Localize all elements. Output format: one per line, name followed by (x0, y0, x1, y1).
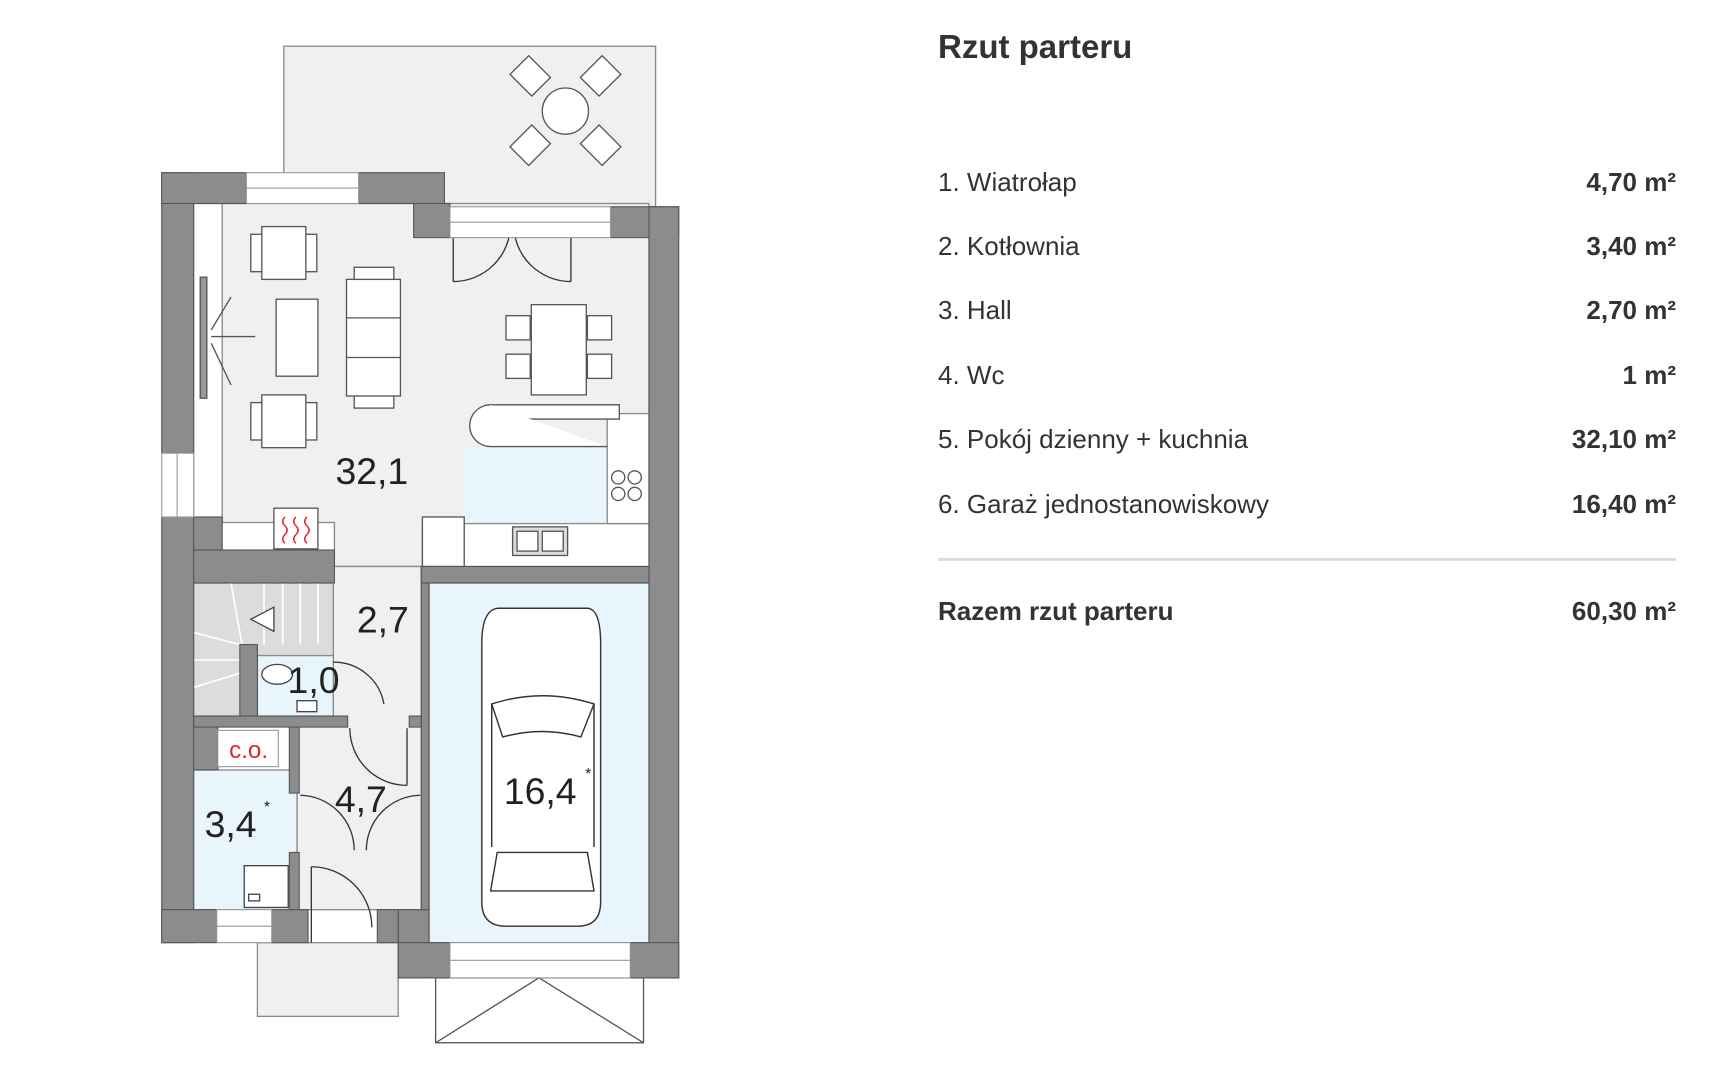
total-area: 60,30 m² (1571, 595, 1676, 626)
area-summary-panel: Rzut parteru 1. Wiatrołap 4,70 m² 2. Kotł… (938, 22, 1676, 661)
panel-title: Rzut parteru (938, 28, 1133, 65)
kitchen-counter (464, 446, 608, 524)
room-row: 4. Wc 1 m² (938, 343, 1676, 407)
dining-table-icon (505, 304, 613, 396)
divider (938, 558, 1676, 562)
room-name: 1. Wiatrołap (938, 166, 1077, 197)
room-area: 32,10 m² (1571, 424, 1676, 455)
toilet-icon (261, 663, 294, 685)
room-label-wc: 1,0 (288, 659, 340, 701)
room-area: 1 m² (1622, 359, 1676, 390)
room-area: 4,70 m² (1586, 166, 1676, 197)
car-icon (481, 607, 602, 927)
heater (273, 507, 319, 550)
front-step (256, 942, 399, 1018)
sofa-icon (345, 266, 402, 409)
armchair-icon (250, 225, 318, 281)
room-label-garage-asterisk: * (585, 766, 591, 783)
room-label-vestibule: 4,7 (335, 778, 387, 820)
armchair-icon (250, 394, 318, 449)
room-name: 6. Garaż jednostanowiskowy (938, 488, 1269, 519)
room-row: 5. Pokój dzienny + kuchnia 32,10 m² (938, 408, 1676, 472)
room-row: 3. Hall 2,70 m² (938, 279, 1676, 343)
stairs-arrow-icon (249, 606, 275, 633)
room-label-living: 32,1 (335, 450, 408, 492)
room-name: 4. Wc (938, 359, 1005, 390)
total-row: Razem rzut parteru 60,30 m² (938, 561, 1676, 661)
coffee-table (275, 298, 319, 377)
room-label-boiler-asterisk: * (264, 799, 270, 816)
room-name: 2. Kotłownia (938, 231, 1080, 262)
windows (161, 172, 631, 979)
garage-apron (434, 977, 645, 1044)
room-row: 2. Kotłownia 3,40 m² (938, 214, 1676, 278)
room-label-garage: 16,4 (504, 770, 577, 812)
tv-icon (199, 276, 256, 399)
room-name: 3. Hall (938, 295, 1012, 326)
sink-icon (511, 526, 569, 557)
room-label-hall: 2,7 (357, 598, 409, 640)
room-label-boiler: 3,4 (205, 803, 257, 845)
room-row: 1. Wiatrołap 4,70 m² (938, 150, 1676, 214)
garden-table-icon (509, 54, 622, 167)
room-area: 16,40 m² (1571, 488, 1676, 519)
room-name: 5. Pokój dzienny + kuchnia (938, 424, 1249, 455)
wc-sink-icon (296, 700, 318, 713)
cooktop-icon (610, 470, 642, 502)
room-area: 2,70 m² (1586, 295, 1676, 326)
total-label: Razem rzut parteru (938, 595, 1174, 626)
room-area: 3,40 m² (1586, 231, 1676, 262)
room-row: 6. Garaż jednostanowiskowy 16,40 m² (938, 472, 1676, 536)
co-label: c.o. (229, 737, 268, 764)
heater-icon (282, 516, 310, 544)
walls (161, 172, 680, 979)
